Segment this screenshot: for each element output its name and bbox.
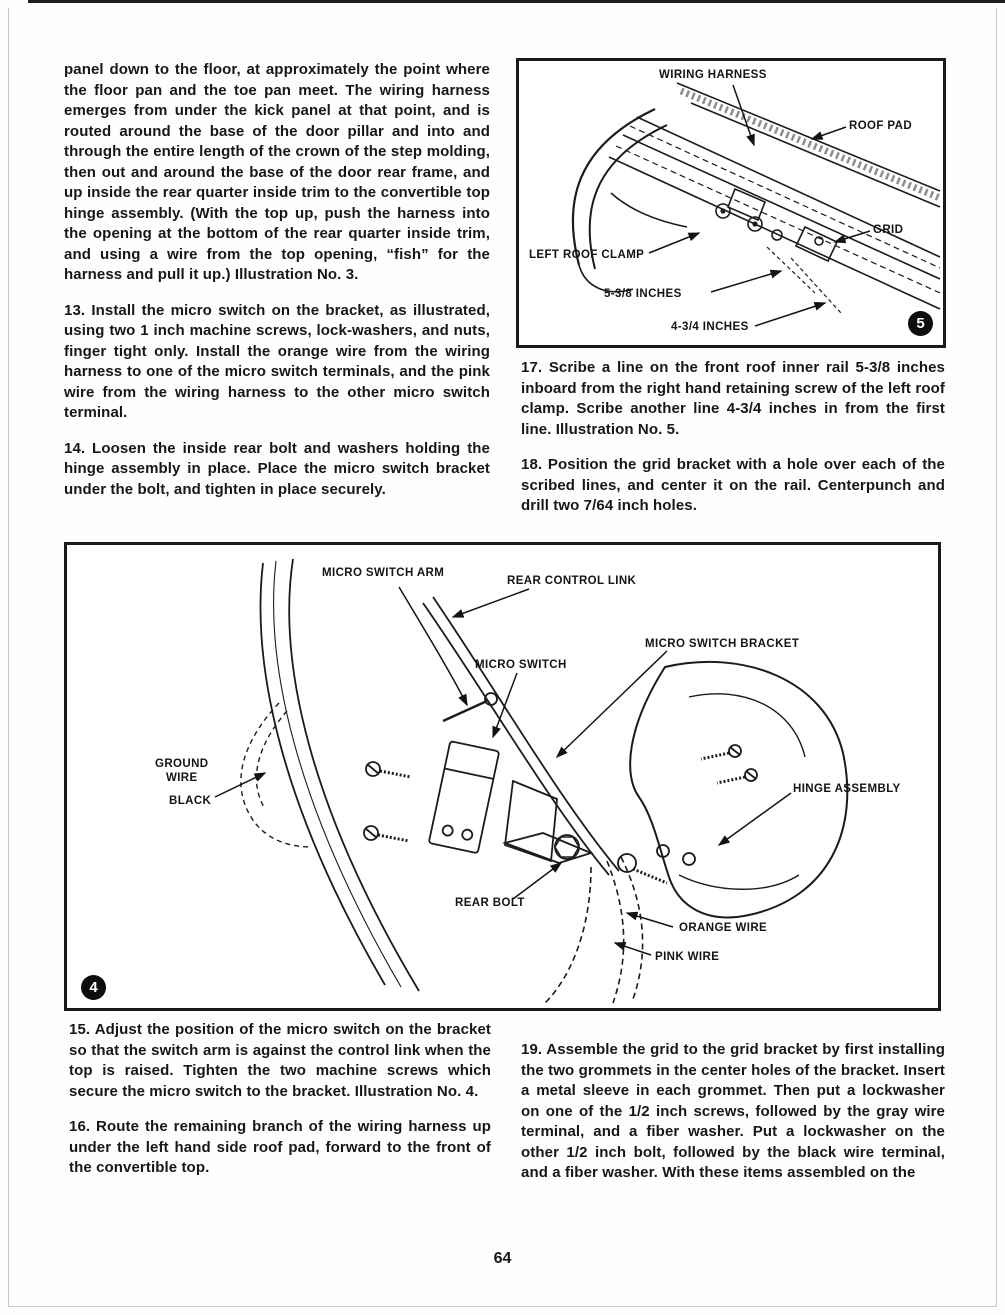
figure-5-number-badge: 5 (908, 311, 933, 336)
label-rear-control-link: REAR CONTROL LINK (507, 575, 637, 587)
scan-edge-top (28, 0, 1005, 3)
step-19: 19. Assemble the grid to the grid bracke… (521, 1041, 945, 1181)
scan-edge-left (8, 8, 9, 1307)
figure-4-number-badge: 4 (81, 975, 106, 1000)
step-13: 13. Install the micro switch on the brac… (64, 301, 490, 422)
step-15: 15. Adjust the position of the micro swi… (69, 1021, 491, 1100)
label-left-roof-clamp: LEFT ROOF CLAMP (529, 249, 645, 261)
label-pink-wire: PINK WIRE (655, 951, 720, 963)
intro-paragraph: panel down to the floor, at approximatel… (64, 61, 490, 283)
label-micro-switch-bracket: MICRO SWITCH BRACKET (645, 638, 800, 650)
label-dim-5-3-8: 5-3/8 INCHES (604, 288, 682, 300)
label-roof-pad: ROOF PAD (849, 120, 913, 132)
figure-4-callout-arrows (214, 586, 792, 956)
page-number: 64 (493, 1250, 512, 1267)
label-black: BLACK (169, 795, 212, 807)
roof-rail-art (571, 82, 942, 314)
figure-5-callout-arrows (648, 84, 871, 327)
label-grid: GRID (873, 224, 904, 236)
step-18: 18. Position the grid bracket with a hol… (521, 456, 945, 514)
label-rear-bolt: REAR BOLT (455, 897, 525, 909)
step-16: 16. Route the remaining branch of the wi… (69, 1118, 491, 1176)
bottom-left-column: 15. Adjust the position of the micro swi… (69, 1020, 491, 1179)
step-17: 17. Scribe a line on the front roof inne… (521, 359, 945, 438)
hinge-area-art (240, 558, 849, 1004)
label-micro-switch-arm: MICRO SWITCH ARM (322, 567, 445, 579)
figure-5-drawing (571, 82, 942, 327)
bottom-right-column: 19. Assemble the grid to the grid bracke… (521, 1040, 945, 1184)
figure-5: WIRING HARNESS ROOF PAD GRID LEFT ROOF C… (516, 58, 946, 348)
scan-edge-bottom (8, 1306, 997, 1307)
label-ground-wire: GROUND WIRE (155, 758, 209, 784)
label-orange-wire: ORANGE WIRE (679, 922, 768, 934)
step-14: 14. Loosen the inside rear bolt and wash… (64, 439, 490, 498)
figure-4: MICRO SWITCH ARM REAR CONTROL LINK MICRO… (64, 542, 941, 1011)
top-left-column: panel down to the floor, at approximatel… (64, 60, 490, 500)
label-dim-4-3-4: 4-3/4 INCHES (671, 321, 749, 333)
label-wiring-harness: WIRING HARNESS (659, 69, 767, 81)
scan-edge-right (996, 8, 997, 1307)
label-hinge-assembly: HINGE ASSEMBLY (793, 783, 901, 795)
label-micro-switch: MICRO SWITCH (475, 659, 567, 671)
top-right-column: 17. Scribe a line on the front roof inne… (521, 358, 945, 517)
figure-4-drawing (214, 558, 849, 1004)
